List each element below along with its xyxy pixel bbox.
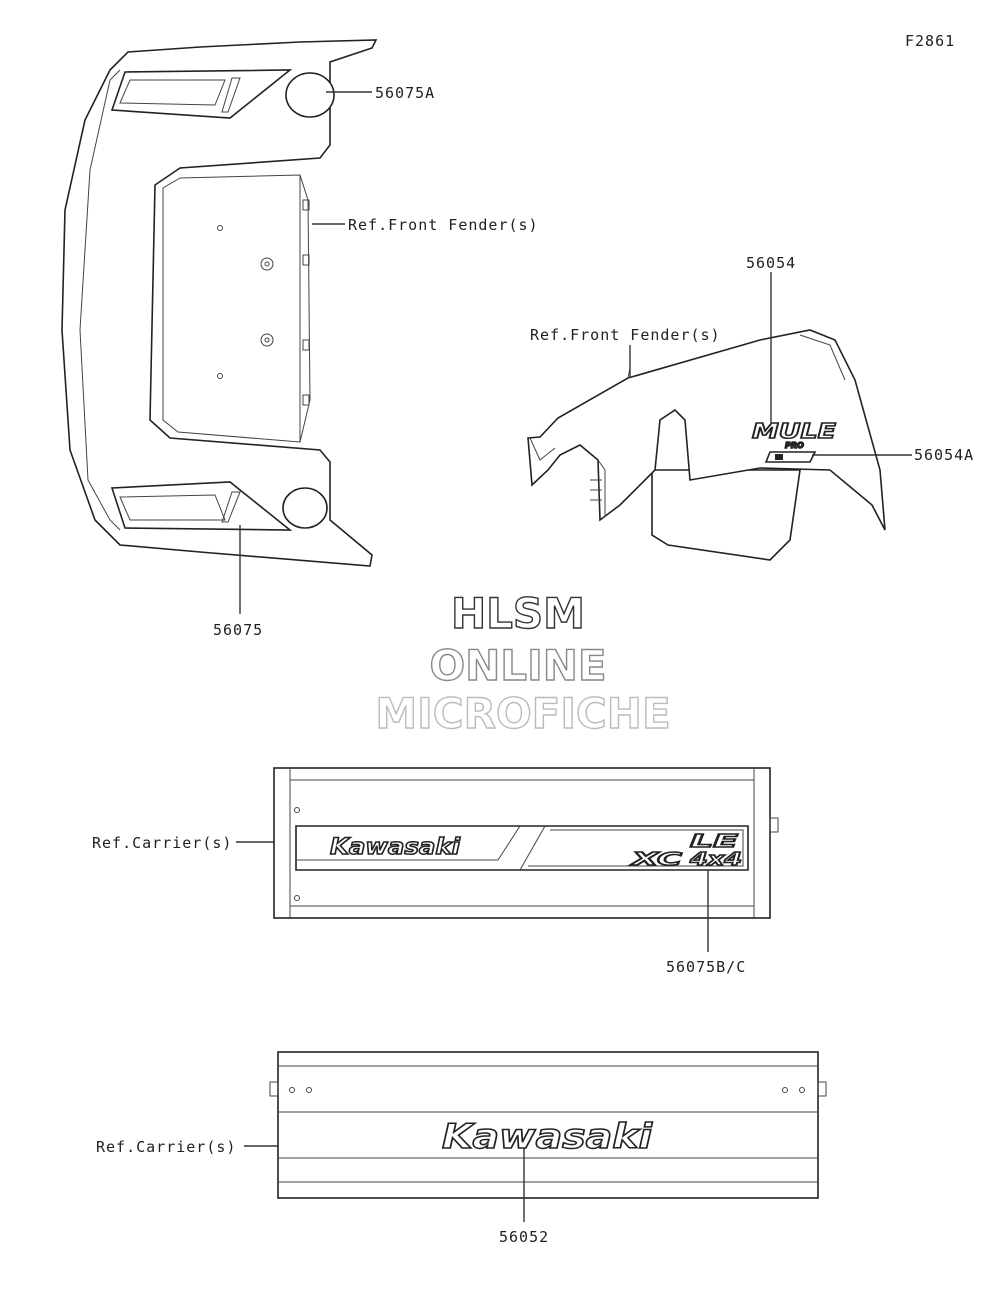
- watermark-line1: HLSM: [451, 589, 585, 638]
- callout-56075A: 56075A: [375, 84, 435, 102]
- carrier-kawasaki-decal-2: Kawasaki: [442, 1117, 654, 1157]
- mule-decal: MULE PRO: [751, 418, 837, 463]
- callout-ref-front-fender-2: Ref.Front Fender(s): [530, 326, 721, 344]
- front-cowl-assembly: [61, 39, 378, 567]
- mule-decal-subtext: PRO: [785, 441, 804, 450]
- carrier-front-panel: [273, 767, 779, 919]
- carrier-le-decal: LE: [690, 831, 739, 852]
- carrier-4x4-decal: 4x4: [689, 849, 742, 870]
- front-fender-assembly: [527, 329, 886, 561]
- callout-56054: 56054: [746, 254, 796, 272]
- callout-56075BC: 56075B/C: [666, 958, 746, 976]
- callout-ref-carrier-1: Ref.Carrier(s): [92, 834, 232, 852]
- mule-decal-text: MULE: [752, 419, 836, 443]
- carrier-kawasaki-decal-1: Kawasaki: [330, 835, 460, 860]
- carrier-xc-decal: XC: [630, 849, 683, 870]
- callout-ref-carrier-2: Ref.Carrier(s): [96, 1138, 236, 1156]
- carrier-rear-panel: [269, 1051, 827, 1199]
- callout-ref-front-fender-1: Ref.Front Fender(s): [348, 216, 539, 234]
- watermark-line3: MICROFICHE: [375, 689, 670, 738]
- figure-code: F2861: [905, 32, 955, 50]
- callout-56054A: 56054A: [914, 446, 974, 464]
- callout-56052: 56052: [499, 1228, 549, 1246]
- watermark-line2: ONLINE: [429, 641, 606, 690]
- callout-56075: 56075: [213, 621, 263, 639]
